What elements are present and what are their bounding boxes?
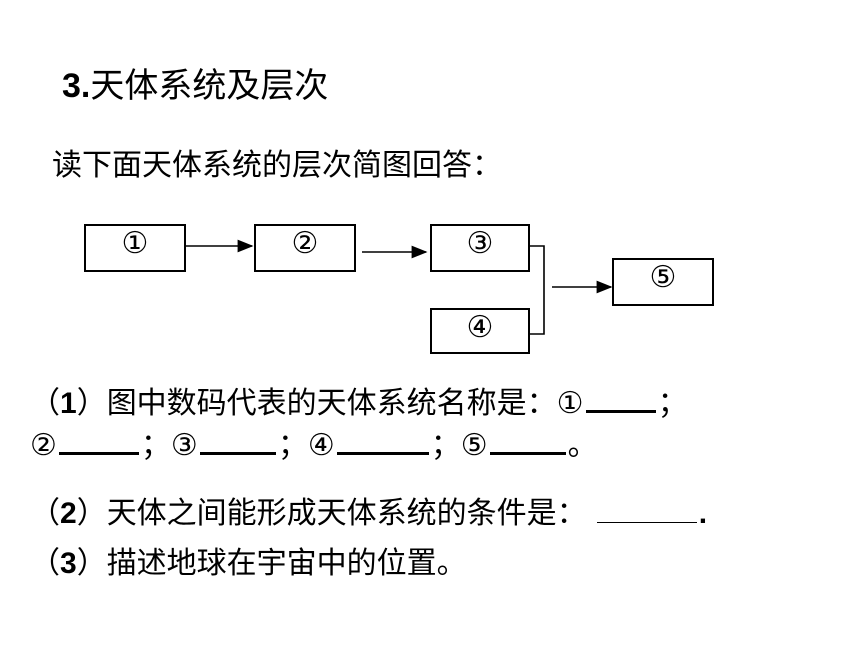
question-3-text: 描述地球在宇宙中的位置。 [106, 546, 467, 581]
answer-blank-conditions[interactable] [596, 494, 697, 523]
label-3: ③ [170, 428, 198, 463]
diagram-box-1: ① [84, 224, 186, 272]
paren-close: ） [76, 386, 107, 421]
diagram-box-5: ⑤ [612, 258, 714, 306]
question-3-number: 3 [60, 547, 77, 580]
paren-close: ） [76, 546, 107, 581]
paren-open: （ [30, 496, 60, 531]
question-1-continued: ②；③；④；⑤。 [30, 424, 598, 466]
bracket-3-4 [530, 245, 545, 335]
page-title: 3.天体系统及层次 [62, 62, 328, 110]
question-1-text: 图中数码代表的天体系统名称是：① [106, 386, 584, 421]
intro-text: 读下面天体系统的层次简图回答： [52, 148, 502, 183]
question-3: （3）描述地球在宇宙中的位置。 [30, 544, 467, 584]
question-2-end: . [698, 497, 708, 530]
question-1-number: 1 [60, 387, 77, 420]
paren-open: （ [30, 546, 60, 581]
answer-blank-4[interactable] [336, 424, 429, 455]
period: 。 [567, 428, 598, 463]
label-5: ⑤ [460, 428, 488, 463]
label-2: ② [30, 428, 57, 463]
separator: ； [140, 428, 171, 463]
separator: ； [430, 428, 461, 463]
title-text: 天体系统及层次 [90, 66, 329, 106]
question-1: （1）图中数码代表的天体系统名称是：① ； [30, 382, 688, 424]
title-number: 3. [62, 67, 91, 105]
question-2-text: 天体之间能形成天体系统的条件是： [106, 496, 587, 531]
diagram-box-3: ③ [430, 224, 530, 272]
separator: ； [657, 386, 688, 421]
paren-open: （ [30, 386, 60, 421]
label-4: ④ [307, 428, 335, 463]
question-2-number: 2 [60, 497, 77, 530]
diagram-box-2: ② [254, 224, 356, 272]
separator: ； [277, 428, 308, 463]
answer-blank-5[interactable] [489, 424, 566, 455]
paren-close: ） [76, 496, 107, 531]
question-2: （2）天体之间能形成天体系统的条件是：. [30, 494, 707, 534]
answer-blank-3[interactable] [199, 424, 276, 455]
diagram-box-4: ④ [430, 308, 530, 354]
answer-blank-1[interactable] [585, 382, 656, 413]
answer-blank-2[interactable] [58, 424, 139, 455]
